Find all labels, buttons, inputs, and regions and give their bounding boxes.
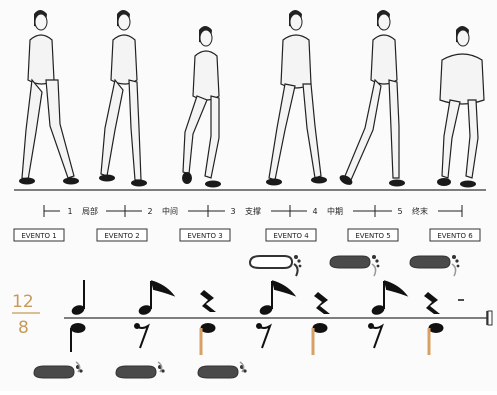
quarter-rest xyxy=(200,290,216,312)
footprint-icon xyxy=(198,362,247,378)
footprint-icon xyxy=(250,255,301,276)
eighth-note xyxy=(138,304,152,316)
upper-voice xyxy=(71,280,464,316)
event-label-4: EVENTO 4 xyxy=(273,232,309,240)
footprints-upper xyxy=(250,255,459,276)
phase-number-4: 4 xyxy=(312,207,317,216)
footprint-icon xyxy=(410,255,459,276)
quarter-note xyxy=(313,324,327,333)
phase-label-2: 中间 xyxy=(162,206,178,216)
quarter-rest xyxy=(424,292,440,314)
phase-label-1: 局部 xyxy=(82,206,98,216)
quarter-note xyxy=(71,324,85,333)
footprint-icon xyxy=(116,362,165,378)
lower-voice xyxy=(71,324,443,356)
event-label-1: EVENTO 1 xyxy=(21,232,56,240)
walking-figure-4 xyxy=(266,10,327,186)
phase-number-2: 2 xyxy=(147,207,152,216)
quarter-note xyxy=(71,304,85,316)
eighth-note xyxy=(259,304,273,316)
phase-label-4: 中期 xyxy=(327,206,343,216)
time-signature-bottom: 8 xyxy=(18,318,29,338)
eighth-rest xyxy=(258,326,270,348)
time-signature-top: 12 xyxy=(12,292,34,312)
walking-figure-2 xyxy=(99,10,147,187)
event-label-5: EVENTO 5 xyxy=(355,232,390,240)
event-label-6: EVENTO 6 xyxy=(437,232,473,240)
quarter-note xyxy=(429,324,443,333)
event-boxes: EVENTO 1 EVENTO 2 EVENTO 3 EVENTO 4 EVEN… xyxy=(14,229,480,241)
phase-number-1: 1 xyxy=(67,207,72,216)
eighth-rest xyxy=(136,326,148,348)
footprint-icon xyxy=(34,362,83,378)
walking-figure-5 xyxy=(338,10,405,187)
eighth-note xyxy=(371,304,385,316)
walking-figure-1 xyxy=(19,10,79,185)
phase-label-5: 终末 xyxy=(412,206,428,216)
event-label-2: EVENTO 2 xyxy=(104,232,139,240)
walking-figures xyxy=(19,10,484,188)
phase-label-3: 支撑 xyxy=(245,206,261,216)
walking-figure-6 xyxy=(437,26,484,188)
footprints-lower xyxy=(34,362,247,378)
music-staff: 12 8 xyxy=(12,280,492,355)
footprint-icon xyxy=(330,255,379,276)
event-label-3: EVENTO 3 xyxy=(187,232,222,240)
quarter-note xyxy=(201,324,215,333)
eighth-rest xyxy=(370,326,382,348)
quarter-rest xyxy=(314,292,330,314)
phase-timeline: 1 局部 2 中间 3 支撑 4 中期 5 终末 xyxy=(44,204,462,217)
phase-number-5: 5 xyxy=(397,207,402,216)
phase-number-3: 3 xyxy=(230,207,235,216)
walking-figure-3 xyxy=(182,26,221,188)
